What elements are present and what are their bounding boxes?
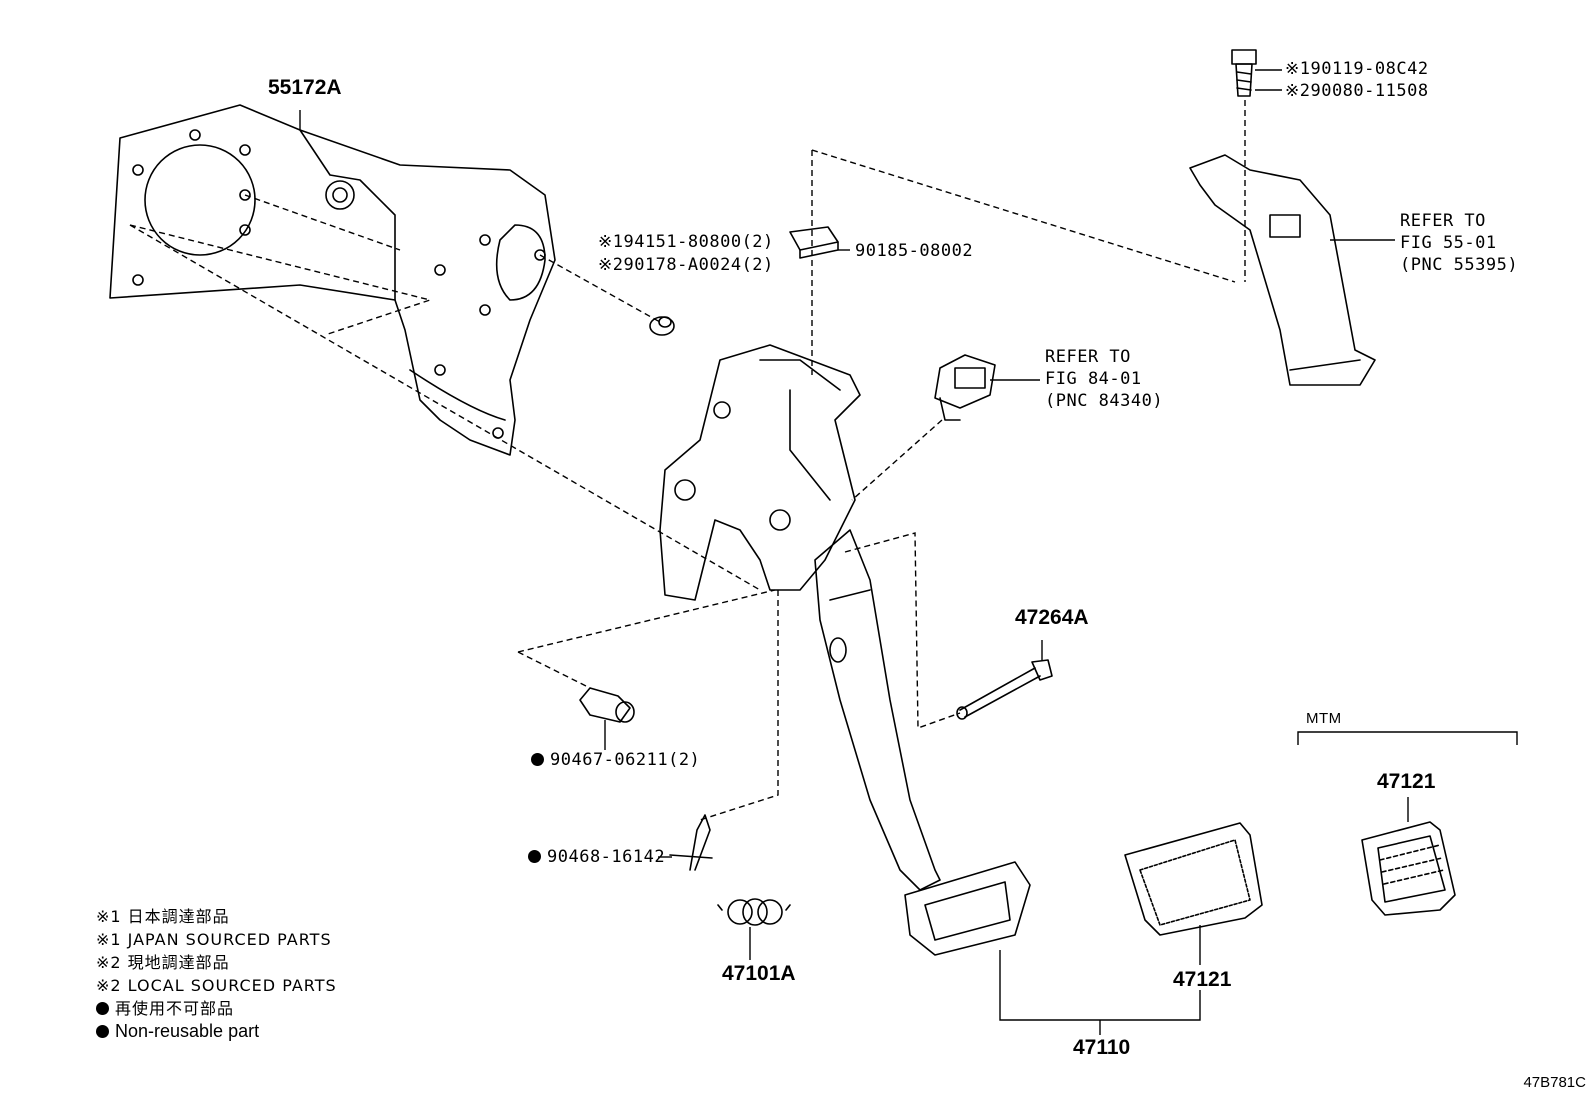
bushing-drawing [579, 687, 635, 723]
legend-jp1: ※1 日本調達部品 [96, 907, 230, 926]
bracket-55395-drawing [1189, 154, 1376, 386]
label-194151: ※194151-80800(2) [598, 232, 774, 252]
label-90467: 90467-06211(2) [531, 750, 700, 770]
label-55172A: 55172A [268, 76, 342, 99]
non-reusable-dot-icon [96, 1025, 109, 1038]
label-47110: 47110 [1073, 1036, 1131, 1059]
refer55-line1: REFER TO [1400, 211, 1486, 231]
label-47121-mtm: 47121 [1377, 770, 1436, 793]
legend: ※1 日本調達部品 ※1 JAPAN SOURCED PARTS ※2 現地調達… [96, 905, 337, 1043]
legend-en3-text: Non-reusable part [115, 1021, 260, 1041]
refer84-line1: REFER TO [1045, 347, 1131, 367]
legend-en2: ※2 LOCAL SOURCED PARTS [96, 976, 337, 995]
refer55-line2: FIG 55-01 [1400, 233, 1497, 253]
clip-90185-drawing [789, 226, 839, 259]
label-190119: ※190119-08C42 [1285, 59, 1429, 79]
legend-en1: ※1 JAPAN SOURCED PARTS [96, 930, 332, 949]
non-reusable-dot-icon [96, 1002, 109, 1015]
bracket-55172A-drawing [109, 104, 556, 456]
pedal-support-drawing [659, 344, 861, 601]
label-290080: ※290080-11508 [1285, 81, 1429, 101]
pad-47121-mtm-drawing [1361, 821, 1456, 916]
refer84-line2: FIG 84-01 [1045, 369, 1142, 389]
label-90467-text: 90467-06211(2) [550, 750, 701, 770]
label-90468-text: 90468-16142 [547, 847, 666, 867]
refer55-line3: (PNC 55395) [1400, 255, 1519, 275]
stop-switch-drawing [934, 354, 996, 421]
legend-en3: Non-reusable part [96, 1020, 337, 1043]
legend-jp3-text: 再使用不可部品 [115, 999, 235, 1018]
label-mtm: MTM [1306, 710, 1342, 727]
spring-drawing [717, 898, 791, 926]
refer84-line3: (PNC 84340) [1045, 391, 1164, 411]
pedal-pad-drawing [904, 861, 1031, 956]
non-reusable-dot-icon [528, 850, 541, 863]
legend-jp3: 再使用不可部品 [96, 997, 337, 1020]
nut-drawing [649, 316, 675, 336]
clip-90468-drawing [669, 814, 713, 871]
label-47264A: 47264A [1015, 606, 1089, 629]
label-47101A: 47101A [722, 962, 796, 985]
label-47121: 47121 [1173, 968, 1232, 991]
label-90468: 90468-16142 [528, 847, 665, 867]
label-90185: 90185-08002 [855, 241, 974, 261]
pad-47121-drawing [1124, 822, 1263, 936]
diagram-code: 47B781C [1523, 1074, 1586, 1091]
pin-47264A-drawing [956, 659, 1053, 720]
pedal-arm-drawing [814, 529, 941, 891]
legend-jp2: ※2 現地調達部品 [96, 953, 230, 972]
non-reusable-dot-icon [531, 753, 544, 766]
label-290178: ※290178-A0024(2) [598, 255, 774, 275]
bolt-190119-drawing [1231, 49, 1257, 97]
